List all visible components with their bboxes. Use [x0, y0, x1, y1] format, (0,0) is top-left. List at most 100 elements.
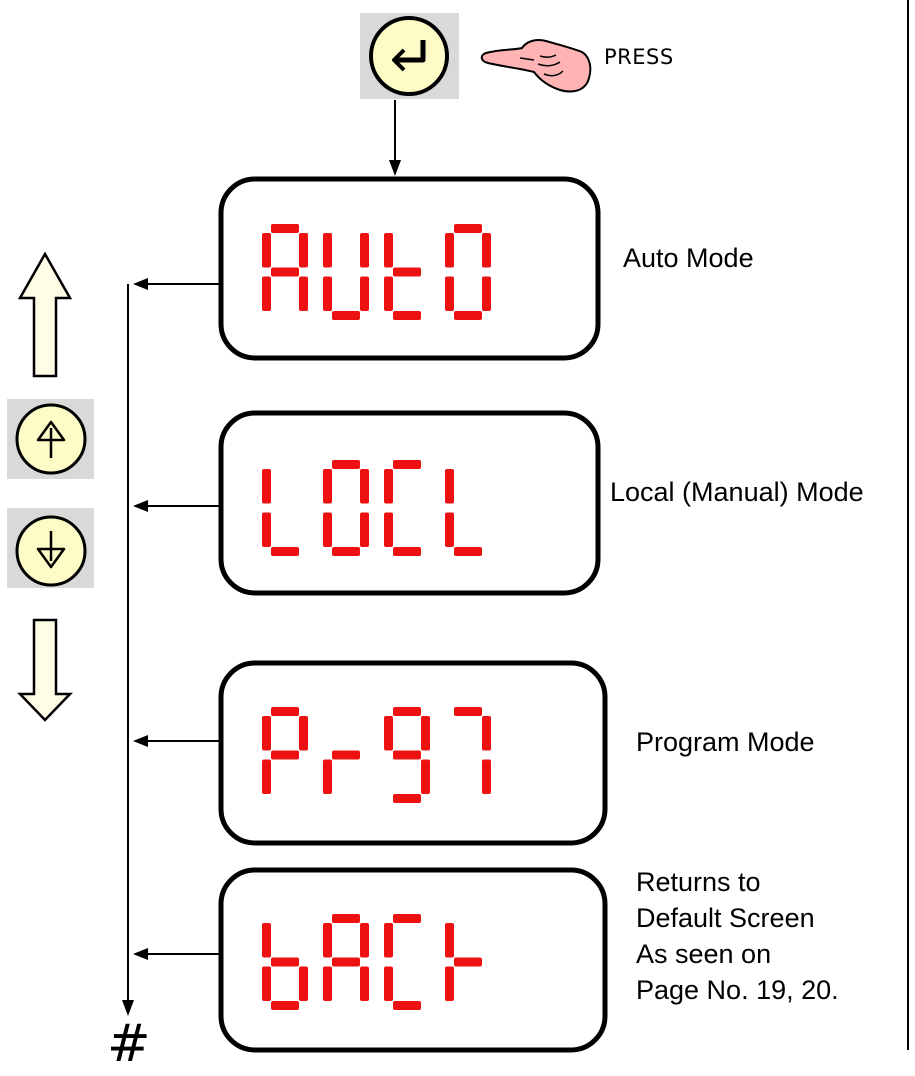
segment-f	[384, 716, 393, 751]
seven-seg-digit	[384, 914, 421, 1010]
segment-f	[445, 233, 454, 268]
segment-d	[454, 311, 482, 320]
segment-g	[332, 750, 360, 760]
segment-a	[271, 224, 299, 233]
segment-e	[323, 759, 332, 794]
segment-c	[421, 759, 430, 794]
display-frame-back	[218, 867, 608, 1053]
return-arrow	[133, 948, 221, 960]
segment-f	[262, 716, 271, 751]
segment-a	[393, 460, 421, 469]
segment-c	[360, 966, 369, 1001]
segment-g	[271, 957, 299, 967]
seven-seg-digit	[323, 914, 369, 1001]
segment-a	[454, 224, 482, 233]
segment-e	[445, 512, 454, 547]
seven-seg-readout-program	[262, 707, 491, 803]
seven-seg-digit	[445, 224, 491, 320]
segment-e	[445, 966, 454, 1001]
segment-e	[384, 276, 393, 311]
seven-seg-digit	[445, 923, 482, 1001]
seven-seg-digit	[384, 707, 430, 803]
segment-b	[482, 716, 491, 751]
segment-e	[384, 512, 393, 547]
segment-b	[299, 716, 308, 751]
seven-seg-readout-local	[262, 460, 482, 556]
segment-b	[360, 923, 369, 958]
enter-button[interactable]	[360, 13, 459, 99]
back-description-label: Returns to Default Screen As seen on Pag…	[636, 864, 839, 1008]
press-label: PRESS	[604, 45, 674, 69]
segment-d	[393, 1001, 421, 1010]
up-button[interactable]	[7, 399, 94, 479]
segment-d	[271, 547, 299, 556]
segment-e	[262, 276, 271, 311]
segment-d	[332, 311, 360, 320]
segment-f	[262, 469, 271, 504]
segment-f	[384, 469, 393, 504]
seven-seg-digit	[384, 233, 421, 320]
arrow-down-icon	[36, 531, 66, 569]
display-frame-local	[218, 410, 601, 596]
segment-c	[299, 276, 308, 311]
segment-b	[360, 233, 369, 268]
segment-d	[393, 547, 421, 556]
segment-e	[262, 759, 271, 794]
seven-seg-digit	[262, 469, 299, 556]
segment-f	[262, 233, 271, 268]
segment-c	[360, 512, 369, 547]
back-description-line: Returns to	[636, 867, 761, 897]
segment-f	[445, 923, 454, 958]
down-button[interactable]	[7, 508, 94, 588]
segment-e	[323, 512, 332, 547]
back-description-line: Page No. 19, 20.	[636, 975, 839, 1005]
segment-f	[262, 923, 271, 958]
segment-g	[271, 750, 299, 760]
segment-f	[384, 233, 393, 268]
segment-a	[271, 707, 299, 716]
seven-seg-digit	[323, 750, 360, 794]
segment-e	[384, 966, 393, 1001]
seven-seg-digit	[323, 233, 369, 320]
return-arrow	[133, 735, 221, 747]
segment-b	[421, 716, 430, 751]
segment-e	[323, 276, 332, 311]
seven-seg-digit	[445, 469, 482, 556]
seven-seg-digit	[262, 224, 308, 311]
segment-g	[454, 957, 482, 967]
segment-f	[384, 923, 393, 958]
segment-d	[332, 547, 360, 556]
outline-down-arrow-icon	[17, 618, 73, 722]
seven-seg-readout-auto	[262, 224, 491, 320]
segment-c	[482, 759, 491, 794]
local-mode-label: Local (Manual) Mode	[610, 477, 864, 507]
segment-a	[393, 707, 421, 716]
seven-seg-digit	[262, 923, 308, 1010]
segment-f	[445, 469, 454, 504]
back-description-line: As seen on	[636, 939, 772, 969]
segment-a	[332, 914, 360, 923]
segment-c	[482, 276, 491, 311]
seven-seg-digit	[323, 460, 369, 556]
pointing-hand-icon	[480, 38, 592, 93]
back-description-line: Default Screen	[636, 903, 815, 933]
segment-d	[393, 794, 421, 803]
segment-f	[323, 923, 332, 958]
return-arrow	[133, 278, 221, 290]
arrow-up-icon	[36, 420, 66, 458]
segment-e	[262, 966, 271, 1001]
program-mode-label: Program Mode	[636, 727, 815, 757]
segment-b	[299, 233, 308, 268]
outline-up-arrow-icon	[17, 251, 73, 378]
auto-mode-label: Auto Mode	[623, 243, 754, 273]
seven-seg-digit	[262, 707, 308, 794]
segment-d	[271, 1001, 299, 1010]
segment-g	[393, 750, 421, 760]
segment-a	[454, 707, 482, 716]
segment-d	[393, 311, 421, 320]
segment-g	[393, 267, 421, 277]
segment-c	[360, 276, 369, 311]
seven-seg-digit	[384, 460, 421, 556]
seven-seg-digit	[454, 707, 491, 794]
